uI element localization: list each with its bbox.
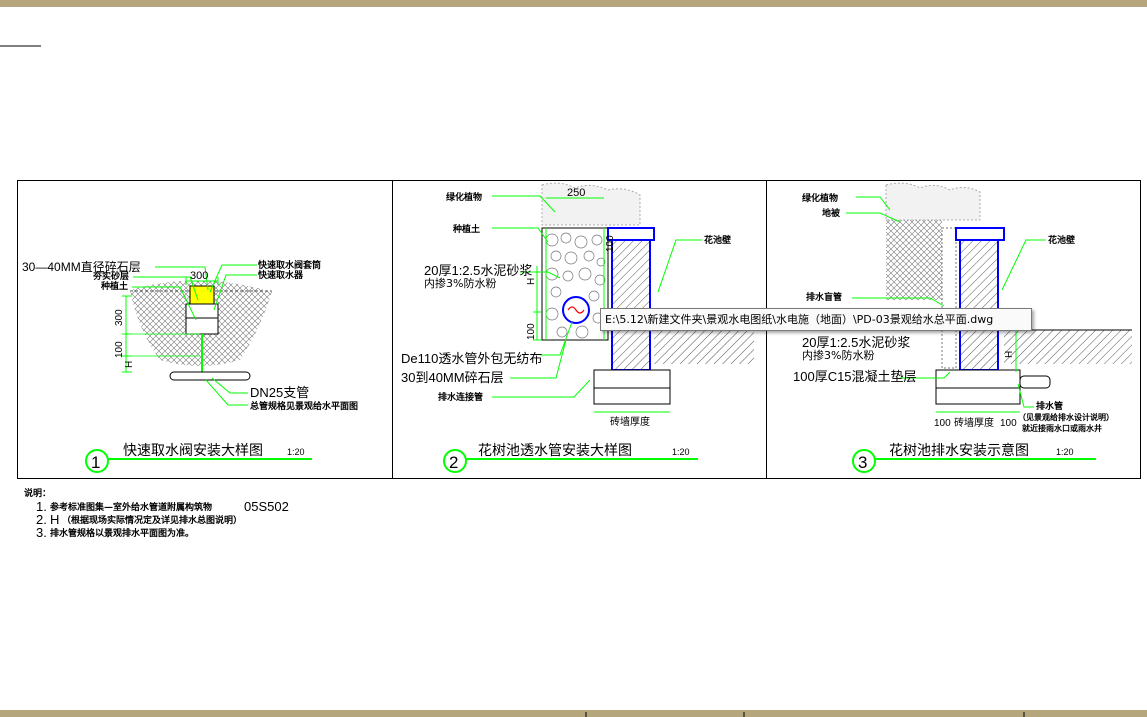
note-1-code: 05S502 (244, 499, 289, 514)
p3-brick-thickness: 砖墙厚度 (954, 416, 994, 429)
label-sand: 夯实砂层 (92, 270, 129, 282)
note-3-text: 排水管规格以景观排水平面图为准。 (50, 527, 194, 539)
drawing-frame (17, 180, 1141, 479)
p2-label-soil: 种植土 (452, 223, 480, 235)
p3-label-blind-drain: 排水盲管 (806, 291, 842, 303)
p3-dim-h: H (1004, 351, 1015, 358)
p3-label-cover: 地被 (822, 207, 841, 219)
label-dn25: DN25支管 (250, 385, 309, 400)
panel-2-scale: 1:20 (672, 447, 690, 457)
label-valve-sleeve: 快速取水阀套筒 (258, 259, 321, 271)
p3-note2: 就近接雨水口或雨水井 (1022, 423, 1102, 433)
panel-3-title: 花树池排水安装示意图 (889, 442, 1029, 459)
panel-3-number: 3 (858, 453, 867, 472)
dim-300-top: 300 (190, 270, 208, 282)
p3-label-plants: 绿化植物 (802, 192, 838, 204)
panel-3-scale: 1:20 (1056, 447, 1074, 457)
notes-heading: 说明： (24, 487, 51, 499)
dim-300: 300 (114, 309, 125, 326)
p2-mortar-line2: 内掺3%防水粉 (424, 276, 496, 290)
label-gravel: 30—40MM直径碎石层 (22, 259, 141, 274)
panel-3-drawing (846, 182, 1132, 413)
label-valve: 快速取水器 (258, 269, 304, 281)
panel-3-number-circle (852, 449, 876, 473)
p2-mortar-line1: 20厚1:2.5水泥砂浆 (424, 263, 532, 278)
panel-1-title: 快速取水阀安装大样图 (123, 443, 263, 459)
p3-dim-100a: 100 (934, 418, 951, 429)
panel-1-number: 1 (91, 453, 100, 472)
p3-drain-pipe: 排水管 (1036, 400, 1063, 412)
p2-dim-h: H (526, 278, 537, 285)
panel-1-scale: 1:20 (287, 447, 305, 457)
p2-dim-250: 250 (567, 187, 585, 199)
p2-label-plants: 绿化植物 (446, 191, 482, 203)
p2-brick-thickness: 砖墙厚度 (610, 415, 650, 428)
p2-drain: 排水连接管 (438, 391, 483, 403)
panel-1-drawing (122, 264, 272, 406)
top-frame-bar (0, 0, 1147, 7)
note-3-prefix: 3. (36, 525, 47, 540)
p3-mortar-line1: 20厚1:2.5水泥砂浆 (802, 335, 910, 350)
p3-label-wall: 花池壁 (1048, 234, 1075, 246)
panel-2-number-circle (443, 449, 467, 473)
note-2-text: （根据现场实际情况定及详见排水总图说明） (62, 514, 242, 526)
blind-drain-pipe (941, 227, 957, 369)
file-path-tooltip: E:\5.12\新建文件夹\景观水电图纸\水电施（地面）\PD-03景观给水总平… (600, 308, 1032, 331)
label-main-pipe-note: 总管规格见景观给水平面图 (250, 400, 358, 412)
p3-planter-wall (959, 239, 999, 371)
panel-2-drawing (492, 182, 754, 413)
p3-note1: （见景观给排水设计说明） (1018, 412, 1114, 422)
p3-c15: 100厚C15混凝土垫层 (793, 369, 917, 384)
panel-2-number: 2 (449, 453, 458, 472)
planting-soil (886, 220, 942, 300)
dim-100: 100 (114, 341, 125, 358)
p2-de110: De110透水管外包无纺布 (401, 351, 542, 366)
valve-box (185, 303, 219, 335)
wall-footing (593, 369, 671, 389)
p3-dim-100b: 100 (1000, 418, 1017, 429)
p3-mortar-line2: 内掺3%防水粉 (802, 348, 874, 362)
dn25-pipe (169, 371, 251, 381)
note-2-mark: H (50, 512, 59, 527)
panel-2-title: 花树池透水管安装大样图 (478, 443, 632, 459)
planter-wall (611, 239, 651, 371)
bottom-frame-bar (0, 710, 1147, 717)
note-1-text: 参考标准图集—室外给水管道附属构筑物 (50, 501, 212, 513)
p2-gravel: 30到40MM碎石层 (401, 370, 504, 385)
p2-wall: 花池壁 (704, 234, 731, 246)
note-1-prefix: 1. (36, 499, 47, 514)
dim-h: H (124, 361, 135, 368)
p2-dim-100b: 100 (526, 323, 537, 340)
panel-1-number-circle (85, 449, 109, 473)
note-2-prefix: 2. (36, 512, 47, 527)
p2-dim-100: 100 (605, 235, 616, 252)
label-soil: 种植土 (100, 280, 128, 292)
